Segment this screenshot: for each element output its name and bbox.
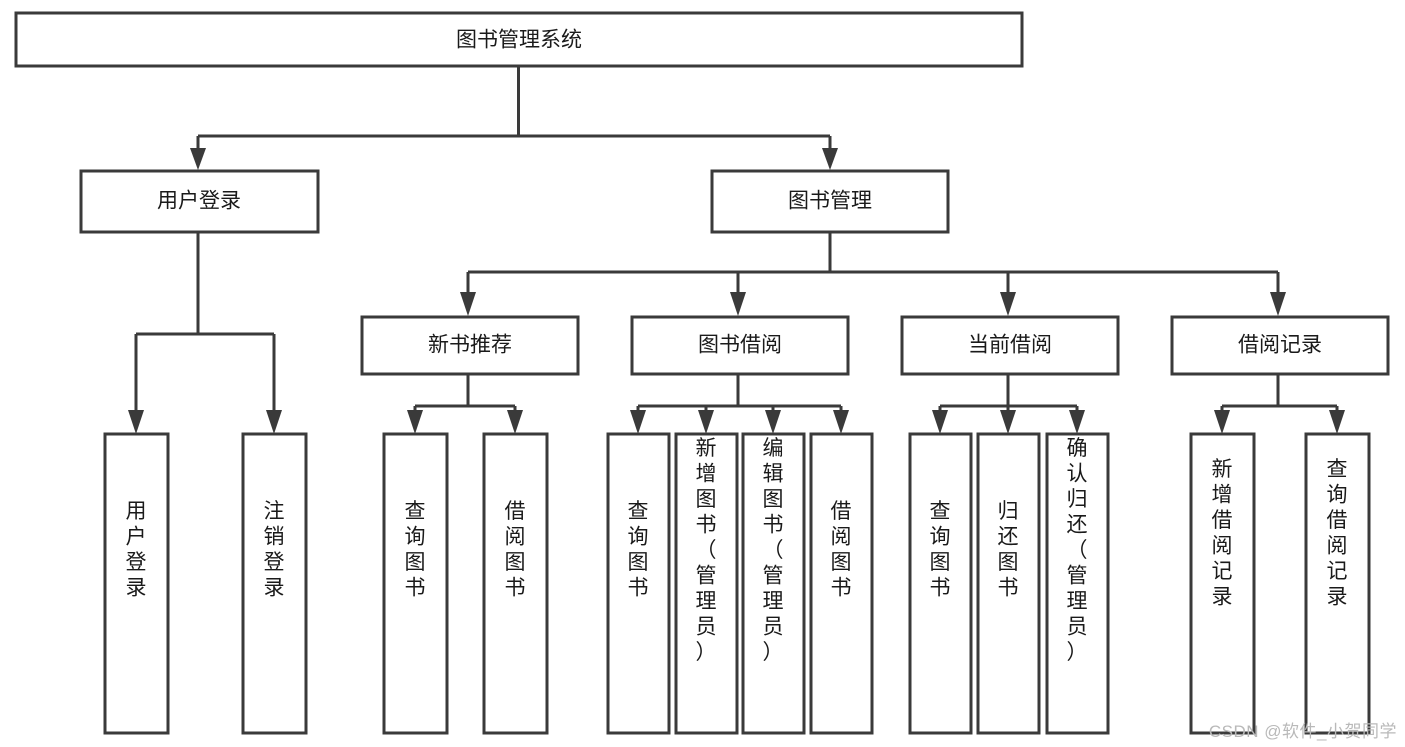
arrow-leaf-add-book	[698, 410, 714, 434]
node-leaf-borrow-book-2[interactable]: 借阅图书	[809, 432, 874, 735]
node-leaf-user-login[interactable]: 用户登录	[103, 432, 170, 735]
connector-group-user-login	[128, 232, 282, 434]
arrow-user-login	[190, 148, 206, 170]
arrow-leaf-query-book-3	[932, 410, 948, 434]
node-book-borrow-box[interactable]	[630, 315, 850, 376]
node-leaf-add-book-label: 新增图书（管理员）	[696, 437, 717, 664]
arrow-leaf-query-record	[1329, 410, 1345, 434]
node-leaf-query-book-3-box[interactable]	[908, 432, 973, 735]
node-leaf-query-book-2-box[interactable]	[606, 432, 671, 735]
node-leaf-add-book[interactable]: 新增图书（管理员）	[674, 432, 739, 735]
arrow-leaf-query-book-2	[630, 410, 646, 434]
arrow-leaf-return-book	[1000, 410, 1016, 434]
node-leaf-edit-book-label: 编辑图书（管理员）	[763, 437, 784, 664]
node-current-borrow[interactable]: 当前借阅	[900, 315, 1120, 376]
node-leaf-query-book-1[interactable]: 查询图书	[382, 432, 449, 735]
node-book-management[interactable]: 图书管理	[710, 169, 950, 234]
node-book-management-box[interactable]	[710, 169, 950, 234]
node-user-login[interactable]: 用户登录	[79, 169, 320, 234]
node-leaf-confirm-return[interactable]: 确认归还（管理员）	[1045, 432, 1110, 735]
arrow-leaf-user-login	[128, 410, 144, 434]
node-new-book-recommend-box[interactable]	[360, 315, 580, 376]
node-leaf-confirm-return-box[interactable]	[1045, 432, 1110, 735]
node-leaf-confirm-return-label: 确认归还（管理员）	[1067, 437, 1088, 664]
node-leaf-return-book[interactable]: 归还图书	[976, 432, 1041, 735]
node-leaf-return-book-label: 归还图书	[998, 500, 1019, 600]
node-leaf-query-book-2-label: 查询图书	[628, 500, 649, 600]
arrow-leaf-user-logout	[266, 410, 282, 434]
node-leaf-query-book-2[interactable]: 查询图书	[606, 432, 671, 735]
connector-group-current-borrow	[932, 374, 1085, 434]
node-leaf-query-book-3-label: 查询图书	[930, 500, 951, 600]
arrow-leaf-borrow-book-1	[507, 410, 523, 434]
node-leaf-user-login-box[interactable]	[103, 432, 170, 735]
connector-group-book-management	[460, 232, 1286, 316]
node-root[interactable]: 图书管理系统	[14, 11, 1024, 68]
node-leaf-borrow-book-2-label: 借阅图书	[831, 500, 852, 600]
node-leaf-return-book-box[interactable]	[976, 432, 1041, 735]
connector-group-new-book-recommend	[407, 374, 523, 434]
arrow-book-management	[822, 148, 838, 170]
node-leaf-user-logout[interactable]: 注销登录	[241, 432, 308, 735]
node-leaf-add-record-label: 新增借阅记录	[1212, 458, 1233, 609]
arrow-leaf-borrow-book-2	[833, 410, 849, 434]
node-book-borrow-label: 图书借阅	[698, 334, 782, 357]
node-borrow-record-box[interactable]	[1170, 315, 1390, 376]
arrow-new-book-recommend	[460, 292, 476, 316]
node-leaf-edit-book[interactable]: 编辑图书（管理员）	[741, 432, 806, 735]
node-book-borrow[interactable]: 图书借阅	[630, 315, 850, 376]
node-leaf-query-record[interactable]: 查询借阅记录	[1304, 432, 1371, 735]
node-leaf-query-book-1-label: 查询图书	[405, 500, 426, 600]
node-current-borrow-label: 当前借阅	[968, 334, 1052, 357]
arrow-leaf-edit-book	[765, 410, 781, 434]
connector-group-book-borrow	[630, 374, 849, 434]
node-book-management-label: 图书管理	[788, 190, 872, 213]
node-leaf-user-login-label: 用户登录	[126, 500, 147, 600]
node-current-borrow-box[interactable]	[900, 315, 1120, 376]
node-borrow-record-label: 借阅记录	[1238, 334, 1322, 357]
node-leaf-add-record-box[interactable]	[1189, 432, 1256, 735]
arrow-leaf-confirm-return	[1069, 410, 1085, 434]
arrow-borrow-record	[1270, 292, 1286, 316]
node-root-label: 图书管理系统	[456, 29, 582, 52]
node-leaf-user-logout-label: 注销登录	[264, 500, 285, 600]
connector-group-root	[190, 66, 838, 170]
node-leaf-borrow-book-1-label: 借阅图书	[505, 500, 526, 600]
node-new-book-recommend[interactable]: 新书推荐	[360, 315, 580, 376]
connector-group-borrow-record	[1214, 374, 1345, 434]
node-leaf-borrow-book-2-box[interactable]	[809, 432, 874, 735]
arrow-leaf-query-book-1	[407, 410, 423, 434]
node-leaf-query-record-label: 查询借阅记录	[1327, 458, 1348, 609]
node-leaf-edit-book-box[interactable]	[741, 432, 806, 735]
csdn-watermark: CSDN @软件_小贺同学	[1208, 722, 1397, 741]
node-user-login-label: 用户登录	[157, 190, 241, 213]
node-borrow-record[interactable]: 借阅记录	[1170, 315, 1390, 376]
node-leaf-user-logout-box[interactable]	[241, 432, 308, 735]
node-leaf-add-record[interactable]: 新增借阅记录	[1189, 432, 1256, 735]
node-leaf-query-book-3[interactable]: 查询图书	[908, 432, 973, 735]
node-leaf-query-book-1-box[interactable]	[382, 432, 449, 735]
arrow-current-borrow	[1000, 292, 1016, 316]
node-leaf-query-record-box[interactable]	[1304, 432, 1371, 735]
node-leaf-borrow-book-1-box[interactable]	[482, 432, 549, 735]
node-leaf-add-book-box[interactable]	[674, 432, 739, 735]
arrow-book-borrow	[730, 292, 746, 316]
node-leaf-borrow-book-1[interactable]: 借阅图书	[482, 432, 549, 735]
arrow-leaf-add-record	[1214, 410, 1230, 434]
node-new-book-recommend-label: 新书推荐	[428, 334, 512, 357]
node-root-box[interactable]	[14, 11, 1024, 68]
node-user-login-box[interactable]	[79, 169, 320, 234]
